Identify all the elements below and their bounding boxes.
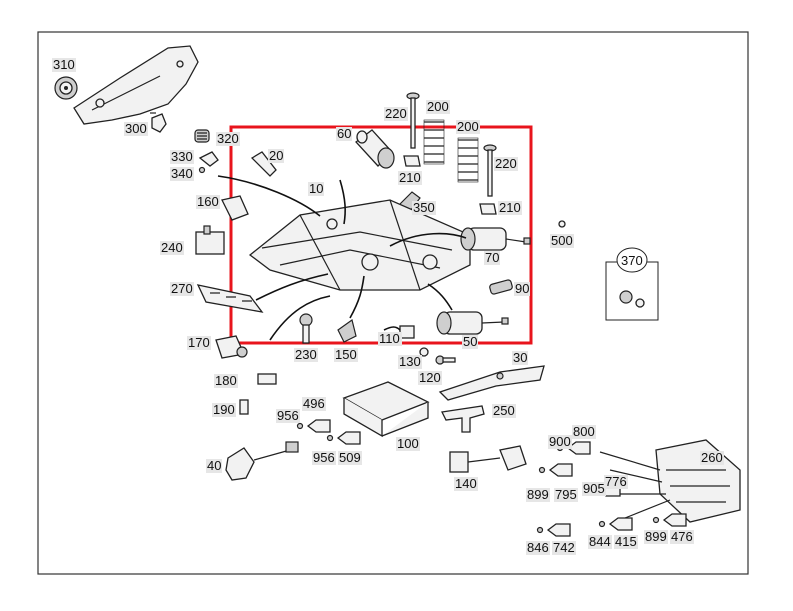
part-844-415-connector[interactable] [598,517,633,531]
part-310[interactable] [54,76,78,100]
part-160[interactable] [221,195,249,221]
part-20[interactable] [250,151,277,177]
label-415: 415 [615,534,637,549]
label-230: 230 [295,347,317,362]
label-200-a: 200 [427,99,449,114]
label-300: 300 [125,121,147,136]
part-100-control-unit[interactable] [342,381,430,438]
label-180: 180 [215,373,237,388]
label-70: 70 [485,250,499,265]
part-40[interactable] [225,441,299,481]
assembly-arrows [217,175,467,341]
label-899-b: 899 [645,529,667,544]
label-476: 476 [671,529,693,544]
label-370: 370 [621,253,643,268]
part-110[interactable] [399,325,415,339]
label-40: 40 [207,458,221,473]
part-210-b[interactable] [479,203,497,215]
part-899-795-connector[interactable] [538,463,573,477]
part-200-b[interactable] [457,137,479,183]
part-170[interactable] [215,335,248,359]
label-846: 846 [527,540,549,555]
label-30: 30 [513,350,527,365]
label-110: 110 [379,331,400,346]
part-130[interactable] [419,347,429,357]
label-270: 270 [171,281,193,296]
label-10: 10 [309,181,323,196]
label-350: 350 [413,200,435,215]
part-270[interactable] [196,284,264,313]
label-170: 170 [188,335,210,350]
part-70[interactable] [460,227,531,251]
label-210-a: 210 [399,170,421,185]
label-900: 900 [549,434,571,449]
part-200-a[interactable] [423,119,445,165]
part-330[interactable] [198,151,219,167]
part-956-496-connector[interactable] [296,419,331,433]
label-260: 260 [701,450,723,465]
part-180[interactable] [257,373,277,385]
label-320: 320 [217,131,239,146]
label-899-a: 899 [527,487,549,502]
label-220-a: 220 [385,106,407,121]
label-496: 496 [303,396,325,411]
part-846-742-connector[interactable] [536,523,571,537]
part-230[interactable] [299,313,313,344]
part-900-800-connector[interactable] [556,441,591,455]
label-190: 190 [213,402,235,417]
label-844: 844 [589,534,611,549]
part-210-a[interactable] [403,155,421,167]
part-320[interactable] [194,129,210,143]
label-140: 140 [455,476,477,491]
label-240: 240 [161,240,183,255]
part-seat-cover-panel[interactable] [73,45,199,125]
label-90: 90 [515,281,529,296]
label-50: 50 [463,334,477,349]
part-250[interactable] [441,405,485,433]
part-50[interactable] [436,311,509,335]
part-956-509-connector[interactable] [326,431,361,445]
label-500: 500 [551,233,573,248]
part-220-b[interactable] [483,144,497,197]
label-310: 310 [53,57,75,72]
part-90[interactable] [489,279,513,295]
part-300[interactable] [150,112,167,133]
label-100: 100 [397,436,419,451]
label-956-a: 956 [277,408,299,423]
label-160: 160 [197,194,219,209]
label-20: 20 [269,148,283,163]
label-509: 509 [339,450,361,465]
part-150[interactable] [337,318,357,343]
label-250: 250 [493,403,515,418]
part-labels: 310 300 320 330 340 20 60 220 200 200 22… [52,57,724,555]
part-220-a[interactable] [406,92,420,149]
label-905: 905 [583,481,605,496]
label-60: 60 [337,126,351,141]
part-10-seat-frame[interactable] [248,199,471,291]
label-795: 795 [555,487,577,502]
label-120: 120 [419,370,441,385]
label-150: 150 [335,347,357,362]
label-200-b: 200 [457,119,479,134]
part-120[interactable] [435,355,456,365]
part-30[interactable] [438,365,545,401]
part-60[interactable] [355,129,395,169]
label-800: 800 [573,424,595,439]
label-220-b: 220 [495,156,517,171]
label-742: 742 [553,540,575,555]
label-330: 330 [171,149,193,164]
label-776: 776 [605,474,627,489]
label-956-b: 956 [313,450,335,465]
part-340[interactable] [198,166,206,174]
part-500[interactable] [558,220,566,228]
part-240[interactable] [195,225,225,255]
part-899-476-connector[interactable] [652,513,687,527]
label-340: 340 [171,166,193,181]
label-210-b: 210 [499,200,521,215]
label-130: 130 [399,354,421,369]
part-190[interactable] [239,399,249,415]
part-140[interactable] [449,445,527,473]
